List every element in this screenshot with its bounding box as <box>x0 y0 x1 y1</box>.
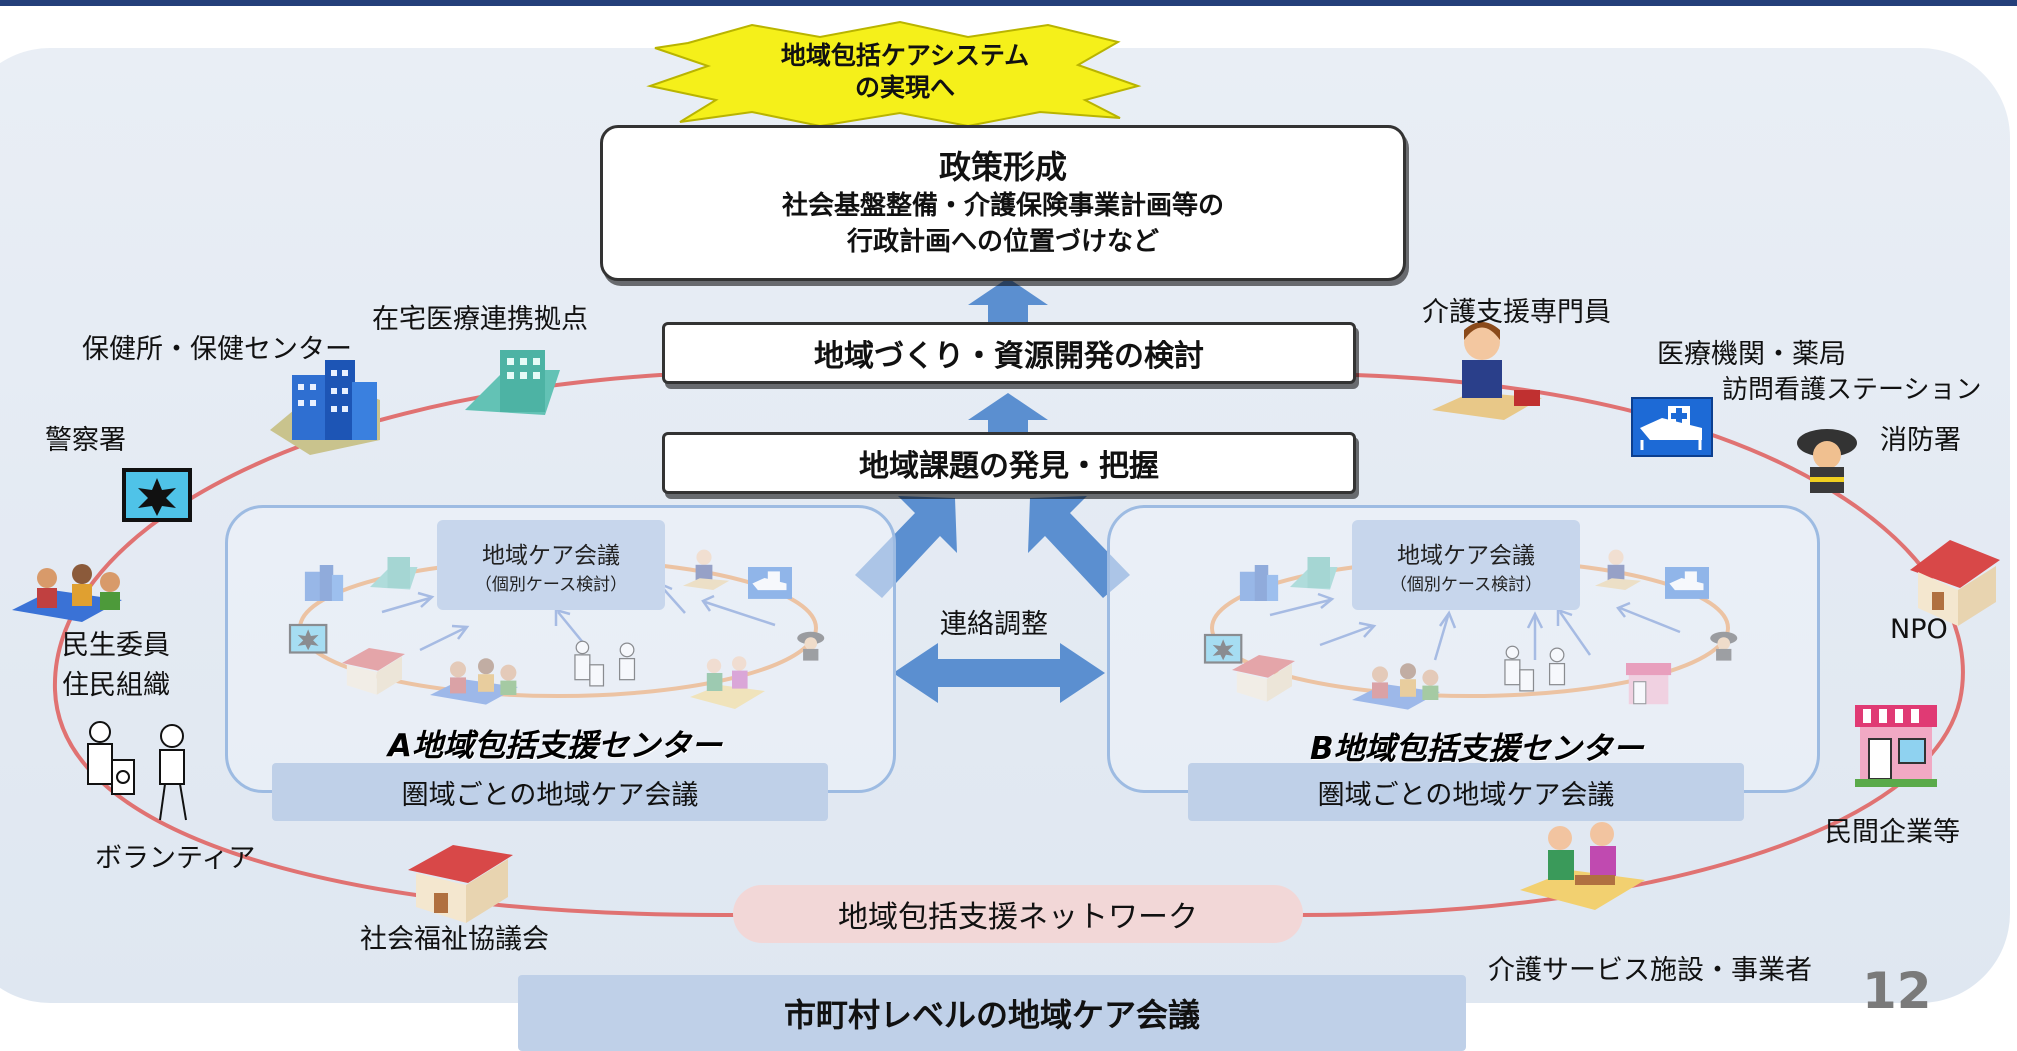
policy-title: 政策形成 <box>938 148 1067 186</box>
discovery-label: 地域課題の発見・把握 <box>859 449 1159 484</box>
development-label: 地域づくり・資源開発の検討 <box>814 339 1204 374</box>
policy-box: 政策形成 社会基盤整備・介護保険事業計画等の 行政計画への位置づけなど <box>600 125 1406 281</box>
label-home-medical: 在宅医療連携拠点 <box>372 304 588 335</box>
label-welfare-commissioner: 民生委員 <box>62 630 170 661</box>
center-a-title: A地域包括支援センター <box>388 728 722 764</box>
center-a-meeting-label: 地域ケア会議 <box>482 542 620 569</box>
label-npo: NPO <box>1890 614 1948 645</box>
center-b-title: B地域包括支援センター <box>1310 731 1644 767</box>
volunteer-icon <box>87 721 187 821</box>
goal-line2: の実現へ <box>854 73 955 102</box>
development-box: 地域づくり・資源開発の検討 <box>662 322 1356 384</box>
center-b-area-meeting: 圏域ごとの地域ケア会議 <box>1188 763 1744 821</box>
label-care-services: 介護サービス施設・事業者 <box>1488 955 1812 986</box>
label-private-companies: 民間企業等 <box>1825 817 1960 848</box>
center-b-meeting-label: 地域ケア会議 <box>1397 542 1535 569</box>
network-label: 地域包括支援ネットワーク <box>733 885 1303 943</box>
goal-label: 地域包括ケアシステム の実現へ <box>780 40 1030 104</box>
municipal-meeting-label: 市町村レベルの地域ケア会議 <box>783 996 1200 1034</box>
residents-icon <box>12 564 122 622</box>
hospital-icon <box>465 350 560 415</box>
center-b-case-meeting: 地域ケア会議 （個別ケース検討） <box>1352 520 1580 610</box>
coordination-label: 連絡調整 <box>940 609 1048 640</box>
label-care-manager: 介護支援専門員 <box>1422 297 1611 328</box>
center-a-meeting-sub: （個別ケース検討） <box>474 574 628 595</box>
police-badge-icon <box>122 468 192 522</box>
care-service-icon <box>1520 822 1645 910</box>
firefighter-icon <box>1797 429 1857 493</box>
center-a-area-meeting: 圏域ごとの地域ケア会議 <box>272 763 828 821</box>
care-manager-icon <box>1432 322 1542 420</box>
diagonal-arrow-right <box>1028 496 1130 598</box>
label-fire-station: 消防署 <box>1880 425 1961 456</box>
network-text: 地域包括支援ネットワーク <box>838 900 1198 935</box>
npo-house-icon <box>1910 540 2000 626</box>
top-rule <box>0 0 2017 6</box>
center-a-case-meeting: 地域ケア会議 （個別ケース検討） <box>437 520 665 610</box>
label-social-welfare-council: 社会福祉協議会 <box>360 924 549 955</box>
label-medical-pharmacy: 医療機関・薬局 <box>1657 339 1846 370</box>
up-arrows <box>968 278 1048 434</box>
policy-line2: 行政計画への位置づけなど <box>846 227 1159 257</box>
coordination-arrow <box>893 643 1105 703</box>
municipal-meeting-box: 市町村レベルの地域ケア会議 <box>518 975 1466 1051</box>
house-icon <box>408 845 513 923</box>
up-arrow-top <box>968 278 1048 322</box>
up-arrow-middle <box>968 393 1048 434</box>
discovery-box: 地域課題の発見・把握 <box>662 432 1356 494</box>
label-volunteer: ボランティア <box>95 843 256 874</box>
label-visiting-nursing: 訪問看護ステーション <box>1722 375 1982 405</box>
center-b-meeting-sub: （個別ケース検討） <box>1389 574 1543 595</box>
goal-star <box>646 20 1142 128</box>
building-icon <box>270 360 380 455</box>
policy-line1: 社会基盤整備・介護保険事業計画等の <box>781 191 1224 221</box>
label-police: 警察署 <box>45 425 126 456</box>
medical-bed-icon <box>1631 397 1713 457</box>
goal-line1: 地域包括ケアシステム <box>780 41 1030 70</box>
label-residents-org: 住民組織 <box>62 670 170 701</box>
page-number: 12 <box>1862 962 1932 1020</box>
label-health-center: 保健所・保健センター <box>82 334 352 365</box>
shop-icon <box>1855 705 1937 787</box>
